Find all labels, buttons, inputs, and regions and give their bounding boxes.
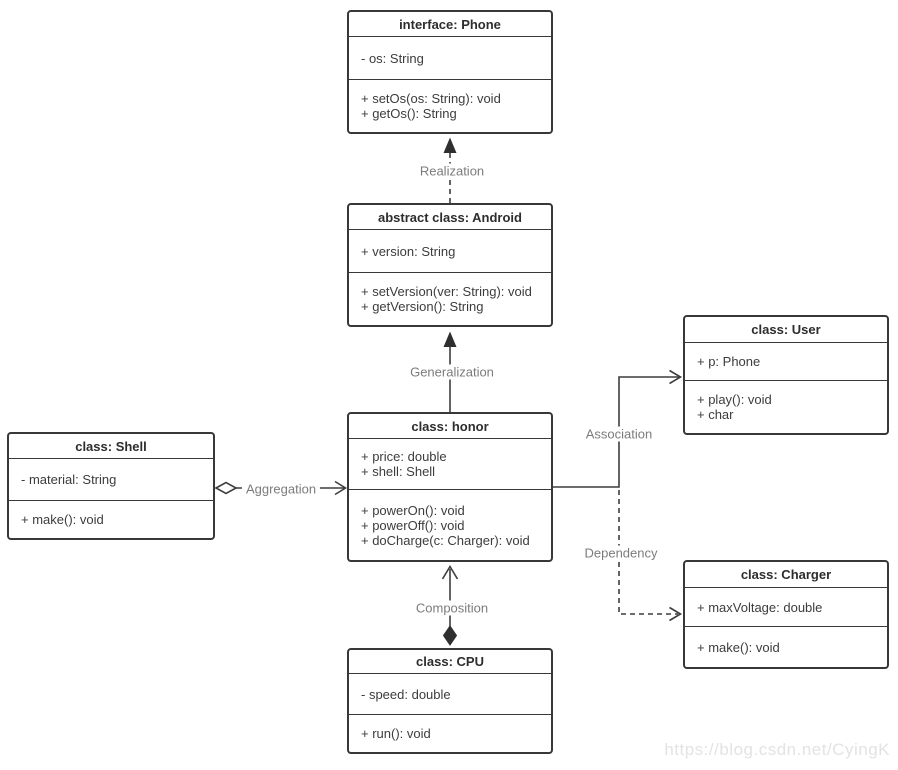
class-title: class: Charger <box>740 567 832 582</box>
generalization-connector <box>443 331 457 412</box>
association-label: Association <box>581 426 657 442</box>
method: + powerOn(): void <box>361 502 465 518</box>
methods-section: + play(): void + char <box>685 380 887 433</box>
attribute: + version: String <box>361 243 456 259</box>
attribute: - os: String <box>361 50 424 66</box>
attributes-section: + price: double + shell: Shell <box>349 438 551 489</box>
attributes-section: - speed: double <box>349 673 551 714</box>
class-box-phone: interface: Phone - os: String + setOs(os… <box>347 10 553 134</box>
class-title: interface: Phone <box>399 16 501 32</box>
attribute: + shell: Shell <box>361 464 436 479</box>
generalization-label: Generalization <box>406 364 498 380</box>
attribute: + p: Phone <box>697 354 761 369</box>
method: + make(): void <box>21 512 104 527</box>
method: + make(): void <box>697 639 780 655</box>
attribute: + maxVoltage: double <box>697 599 823 615</box>
methods-section: + setOs(os: String): void + getOs(): Str… <box>349 79 551 132</box>
dependency-connector <box>618 490 683 622</box>
class-box-user: class: User + p: Phone + play(): void + … <box>683 315 889 435</box>
class-box-android: abstract class: Android + version: Strin… <box>347 203 553 327</box>
method: + setOs(os: String): void <box>361 91 501 106</box>
method: + getOs(): String <box>361 106 457 121</box>
methods-section: + powerOn(): void + powerOff(): void + d… <box>349 489 551 560</box>
class-box-honor: class: honor + price: double + shell: Sh… <box>347 412 553 562</box>
class-title: abstract class: Android <box>377 209 522 225</box>
realization-label: Realization <box>415 163 489 179</box>
method: + getVersion(): String <box>361 299 484 314</box>
class-title: class: CPU <box>416 654 484 669</box>
method: + play(): void <box>697 392 772 407</box>
aggregation-label: Aggregation <box>241 481 321 497</box>
methods-section: + run(): void <box>349 714 551 752</box>
dependency-label: Dependency <box>580 545 662 561</box>
method: + run(): void <box>361 726 431 741</box>
method: + setVersion(ver: String): void <box>361 284 532 299</box>
methods-section: + setVersion(ver: String): void + getVer… <box>349 272 551 325</box>
composition-label: Composition <box>411 600 493 616</box>
watermark-text: https://blog.csdn.net/CyingK <box>664 740 890 759</box>
method: + char <box>697 407 734 422</box>
methods-section: + make(): void <box>9 500 213 538</box>
method: + powerOff(): void <box>361 517 465 533</box>
attributes-section: + maxVoltage: double <box>685 587 887 626</box>
attributes-section: - os: String <box>349 36 551 79</box>
composition-connector <box>441 564 459 646</box>
attribute: + price: double <box>361 449 447 464</box>
class-title: class: User <box>751 322 821 337</box>
class-box-shell: class: Shell - material: String + make()… <box>7 432 215 540</box>
class-title: class: honor <box>411 418 489 434</box>
attributes-section: - material: String <box>9 458 213 500</box>
class-box-cpu: class: CPU - speed: double + run(): void <box>347 648 553 754</box>
attributes-section: + p: Phone <box>685 342 887 380</box>
attributes-section: + version: String <box>349 229 551 272</box>
attribute: - material: String <box>21 472 117 487</box>
class-title: class: Shell <box>75 438 147 454</box>
class-box-charger: class: Charger + maxVoltage: double + ma… <box>683 560 889 669</box>
method: + doCharge(c: Charger): void <box>361 532 530 548</box>
realization-connector <box>443 137 457 203</box>
attribute: - speed: double <box>361 686 451 702</box>
methods-section: + make(): void <box>685 626 887 667</box>
